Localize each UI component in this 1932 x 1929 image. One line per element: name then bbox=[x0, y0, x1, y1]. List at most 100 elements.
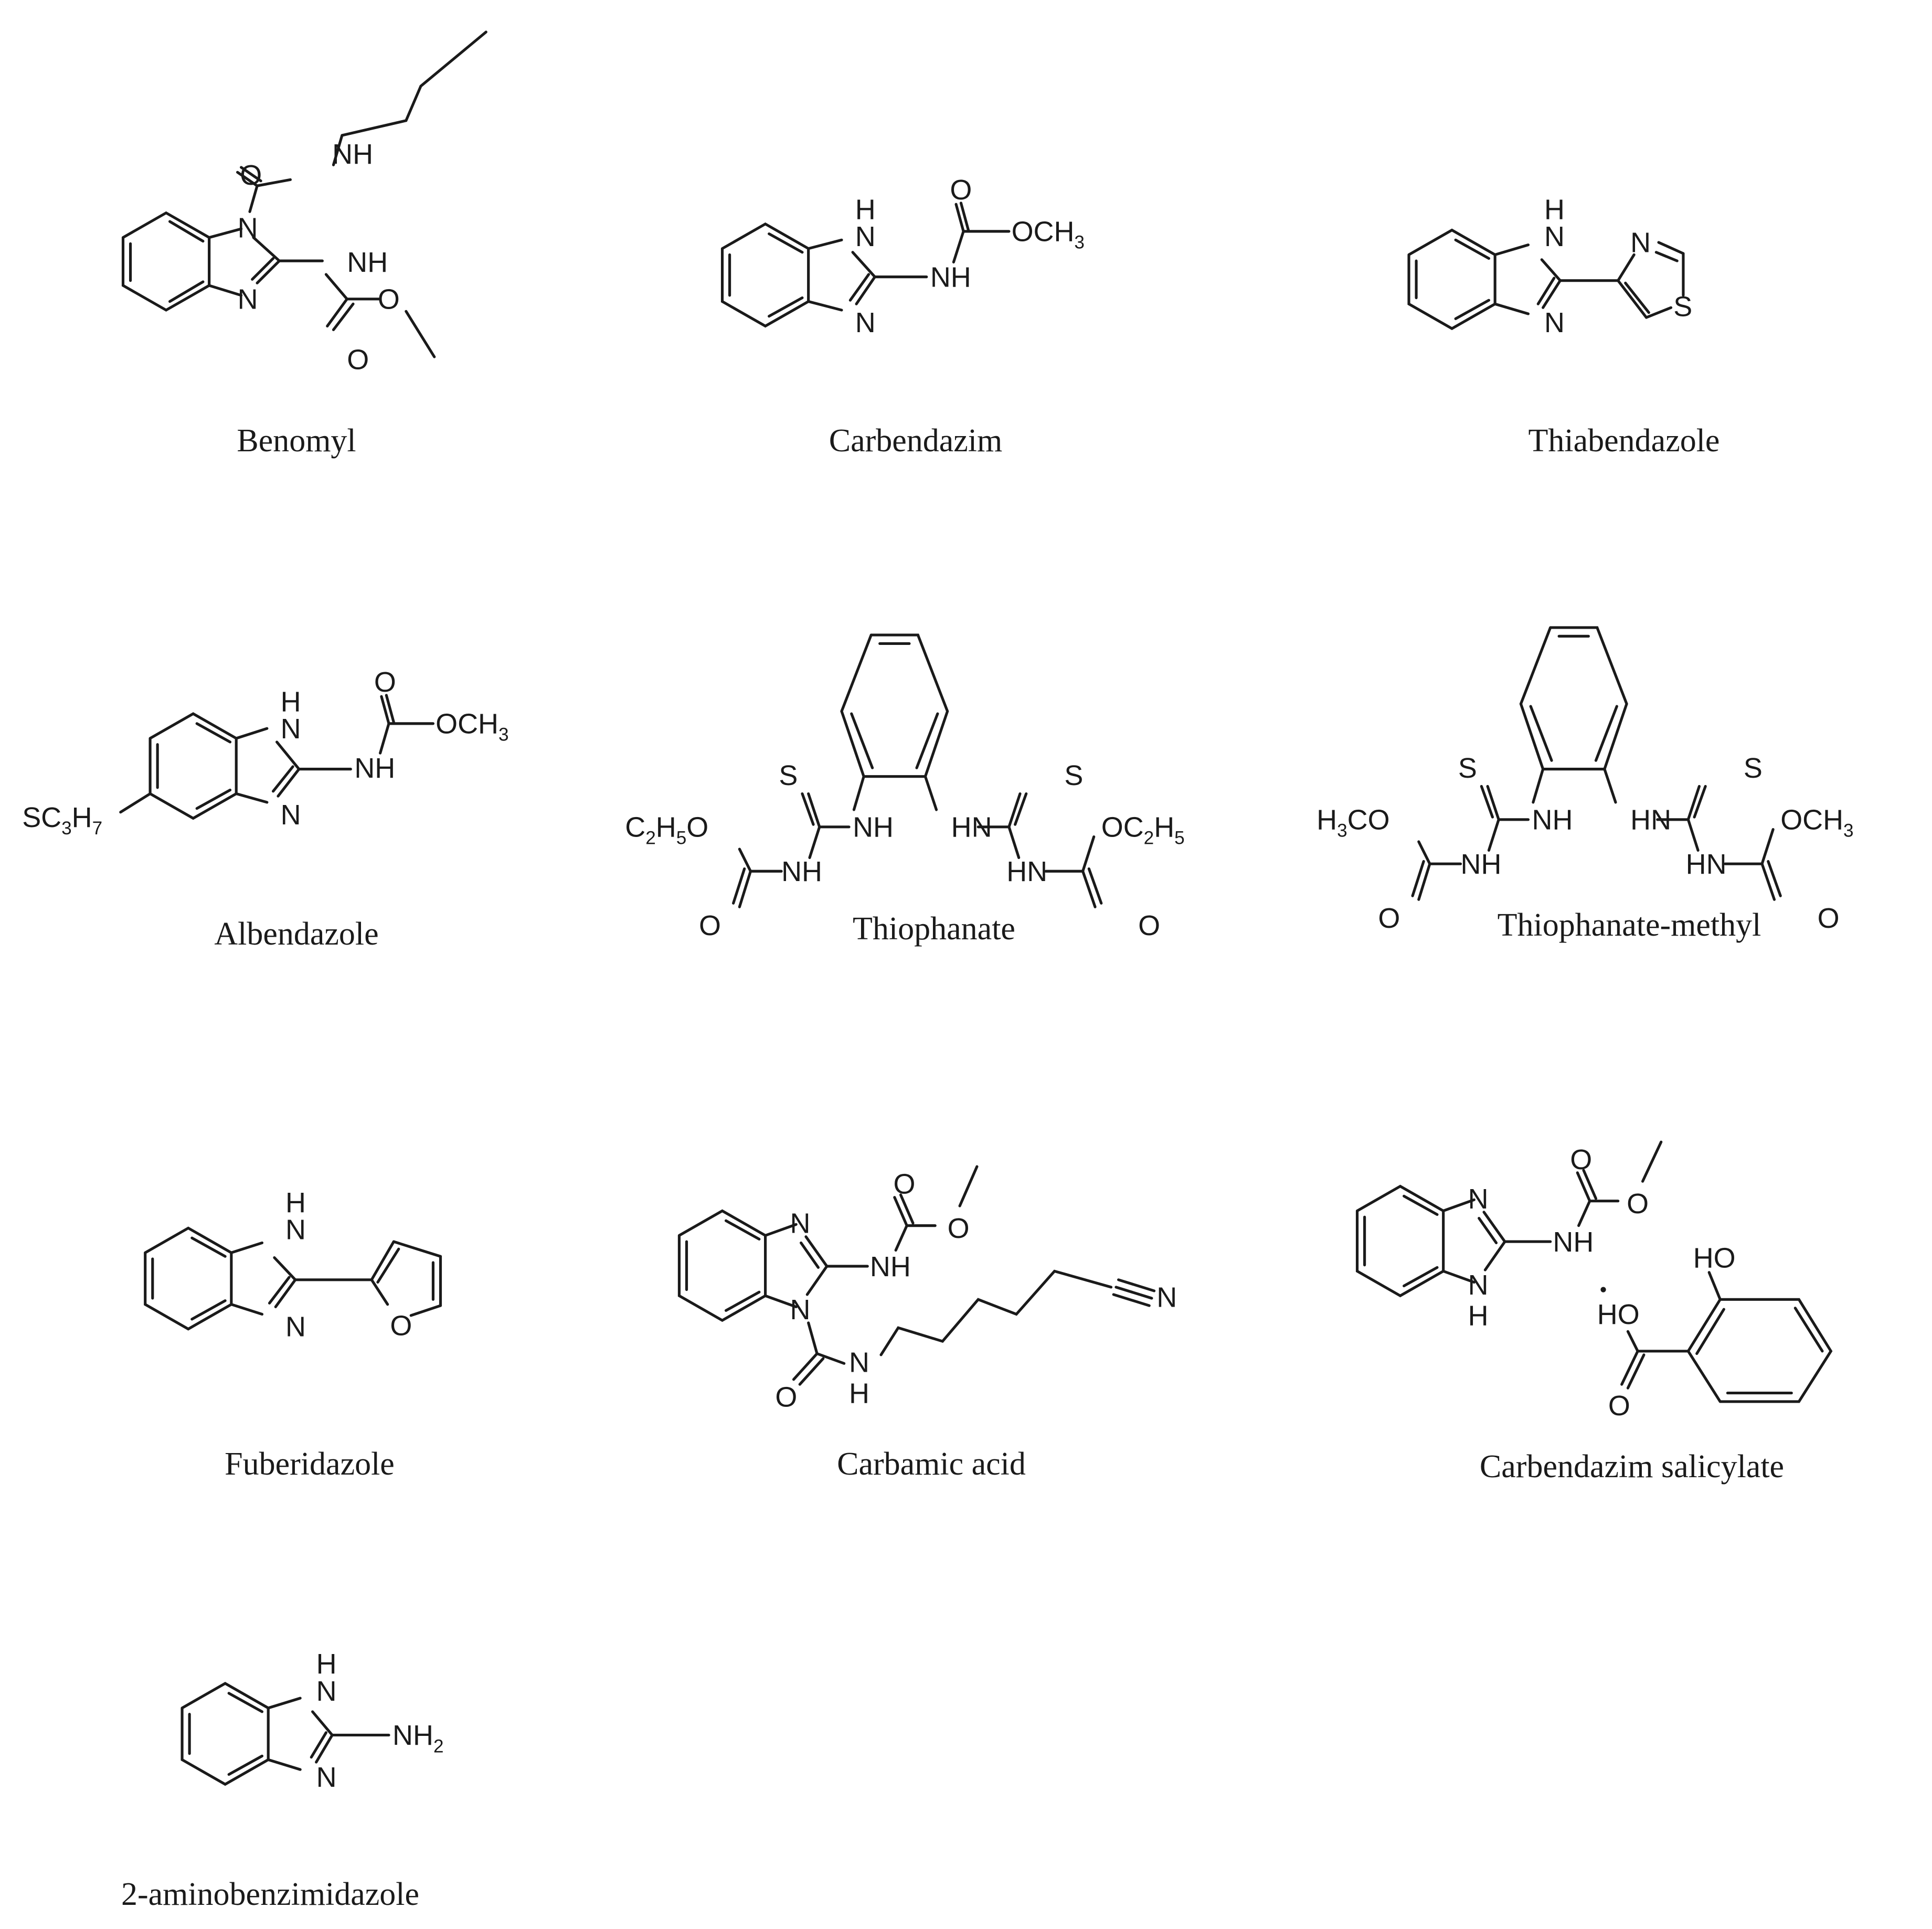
svg-text:N: N bbox=[855, 221, 876, 252]
svg-text:O: O bbox=[1608, 1390, 1630, 1422]
svg-text:O: O bbox=[240, 160, 262, 191]
svg-text:NH: NH bbox=[1532, 804, 1573, 836]
svg-text:HN: HN bbox=[1630, 804, 1671, 836]
svg-text:OCH3: OCH3 bbox=[1012, 216, 1085, 253]
structure-benomyl: O NH N NH N O O bbox=[0, 0, 577, 472]
thiabendazole-svg: H N N S N bbox=[1407, 194, 1692, 338]
structure-carbendazim: H N O OCH3 NH N bbox=[630, 0, 1207, 472]
svg-text:N: N bbox=[855, 307, 876, 338]
svg-text:NH: NH bbox=[1461, 849, 1502, 880]
svg-text:N: N bbox=[285, 1311, 306, 1343]
2-aminobenzimidazole-svg: H N NH2 N bbox=[181, 1648, 444, 1793]
svg-text:N: N bbox=[1468, 1183, 1489, 1215]
svg-text:O: O bbox=[1138, 910, 1160, 941]
svg-text:HO: HO bbox=[1597, 1299, 1640, 1330]
svg-text:NH: NH bbox=[1553, 1226, 1594, 1258]
svg-text:O: O bbox=[1627, 1188, 1649, 1220]
svg-text:OCH3: OCH3 bbox=[1780, 804, 1853, 841]
svg-text:O: O bbox=[893, 1169, 915, 1200]
caption-thiophanate-methyl: Thiophanate-methyl bbox=[1497, 907, 1761, 943]
svg-text:OCH3: OCH3 bbox=[436, 708, 508, 745]
svg-text:NH: NH bbox=[781, 856, 822, 887]
svg-text:N: N bbox=[316, 1762, 337, 1793]
svg-text:N: N bbox=[790, 1208, 810, 1239]
svg-text:N: N bbox=[1544, 307, 1565, 338]
svg-text:N: N bbox=[281, 799, 301, 831]
svg-text:SC3H7: SC3H7 bbox=[22, 802, 102, 839]
svg-text:S: S bbox=[1458, 752, 1477, 784]
carbendazim-salicylate-svg: N O O NH N H HO HO O bbox=[1355, 1140, 1833, 1422]
svg-text:C2H5O: C2H5O bbox=[625, 812, 708, 849]
caption-2-aminobenzimidazole: 2-aminobenzimidazole bbox=[121, 1877, 420, 1912]
svg-text:N: N bbox=[849, 1347, 869, 1379]
svg-text:O: O bbox=[1378, 903, 1400, 934]
svg-text:NH: NH bbox=[347, 247, 388, 278]
structure-thiabendazole: H N N S N bbox=[1312, 0, 1932, 472]
structure-2-aminobenzimidazole: H N NH2 N bbox=[0, 1627, 525, 1863]
structure-carbendazim-salicylate: N O O NH N H HO HO O bbox=[1338, 1076, 1932, 1522]
thiophanate-svg: S S C2H5O NH HN OC2H5 NH HN O O bbox=[625, 633, 1185, 941]
svg-text:NH: NH bbox=[853, 812, 894, 843]
caption-benomyl: Benomyl bbox=[237, 423, 356, 459]
structure-albendazole: H N O OCH3 NH N SC3H7 bbox=[0, 577, 603, 997]
caption-carbendazim-salicylate: Carbendazim salicylate bbox=[1479, 1449, 1785, 1485]
svg-text:O: O bbox=[378, 284, 400, 315]
svg-text:O: O bbox=[699, 910, 721, 941]
svg-text:H: H bbox=[1468, 1300, 1489, 1332]
svg-text:HN: HN bbox=[1686, 849, 1727, 880]
carbendazim-svg: H N O OCH3 NH N bbox=[720, 174, 1085, 338]
structure-thiophanate: S S C2H5O NH HN OC2H5 NH HN O O bbox=[603, 577, 1286, 997]
svg-text:S: S bbox=[1673, 291, 1692, 323]
fuberidazole-svg: H N N O bbox=[144, 1187, 442, 1343]
structure-fuberidazole: H N N O bbox=[0, 1102, 603, 1522]
svg-text:N: N bbox=[238, 284, 258, 315]
svg-text:N: N bbox=[1156, 1281, 1177, 1313]
svg-text:NH: NH bbox=[332, 139, 373, 170]
caption-albendazole: Albendazole bbox=[214, 916, 379, 952]
thiophanate-methyl-svg: S S H3CO NH HN OCH3 NH HN O O bbox=[1317, 626, 1854, 934]
svg-text:N: N bbox=[1544, 221, 1565, 252]
svg-text:O: O bbox=[1818, 903, 1840, 934]
benomyl-svg: O NH N NH N O O bbox=[121, 30, 487, 376]
svg-text:H: H bbox=[316, 1648, 337, 1680]
svg-text:N: N bbox=[285, 1214, 306, 1245]
svg-text:HO: HO bbox=[1693, 1242, 1736, 1274]
caption-fuberidazole: Fuberidazole bbox=[225, 1446, 395, 1482]
svg-text:S: S bbox=[1064, 760, 1083, 791]
svg-text:O: O bbox=[347, 344, 369, 376]
albendazole-svg: H N O OCH3 NH N SC3H7 bbox=[22, 666, 508, 839]
svg-text:O: O bbox=[1570, 1144, 1592, 1175]
svg-text:H: H bbox=[281, 686, 301, 717]
svg-text:HN: HN bbox=[1006, 856, 1047, 887]
svg-text:S: S bbox=[779, 760, 798, 791]
svg-text:H3CO: H3CO bbox=[1317, 804, 1389, 841]
svg-text:H: H bbox=[1544, 194, 1565, 225]
structure-thiophanate-methyl: S S H3CO NH HN OCH3 NH HN O O bbox=[1286, 577, 1932, 997]
svg-text:O: O bbox=[390, 1310, 412, 1341]
svg-text:O: O bbox=[950, 174, 972, 206]
structure-carbamic-acid: N O O NH N O N H N bbox=[656, 1076, 1286, 1522]
caption-thiabendazole: Thiabendazole bbox=[1528, 423, 1720, 459]
svg-text:N: N bbox=[238, 213, 258, 244]
svg-text:N: N bbox=[790, 1294, 810, 1326]
svg-text:H: H bbox=[285, 1187, 306, 1218]
svg-text:OC2H5: OC2H5 bbox=[1101, 812, 1185, 849]
carbamic-acid-svg: N O O NH N O N H N bbox=[677, 1165, 1177, 1413]
svg-text:O: O bbox=[775, 1381, 797, 1413]
svg-text:S: S bbox=[1744, 752, 1763, 784]
svg-text:N: N bbox=[281, 713, 301, 745]
svg-text:H: H bbox=[849, 1377, 869, 1409]
svg-text:H: H bbox=[855, 194, 876, 225]
svg-text:NH: NH bbox=[354, 752, 395, 784]
svg-text:O: O bbox=[374, 666, 396, 698]
caption-carbamic-acid: Carbamic acid bbox=[837, 1446, 1026, 1482]
svg-text:NH2: NH2 bbox=[392, 1720, 443, 1756]
svg-text:HN: HN bbox=[951, 812, 992, 843]
svg-text:NH: NH bbox=[870, 1251, 911, 1283]
svg-text:N: N bbox=[1468, 1269, 1489, 1301]
caption-thiophanate: Thiophanate bbox=[853, 911, 1015, 947]
svg-text:N: N bbox=[1630, 227, 1651, 259]
svg-text:N: N bbox=[316, 1676, 337, 1707]
svg-text:O: O bbox=[948, 1213, 970, 1244]
caption-carbendazim: Carbendazim bbox=[829, 423, 1003, 459]
